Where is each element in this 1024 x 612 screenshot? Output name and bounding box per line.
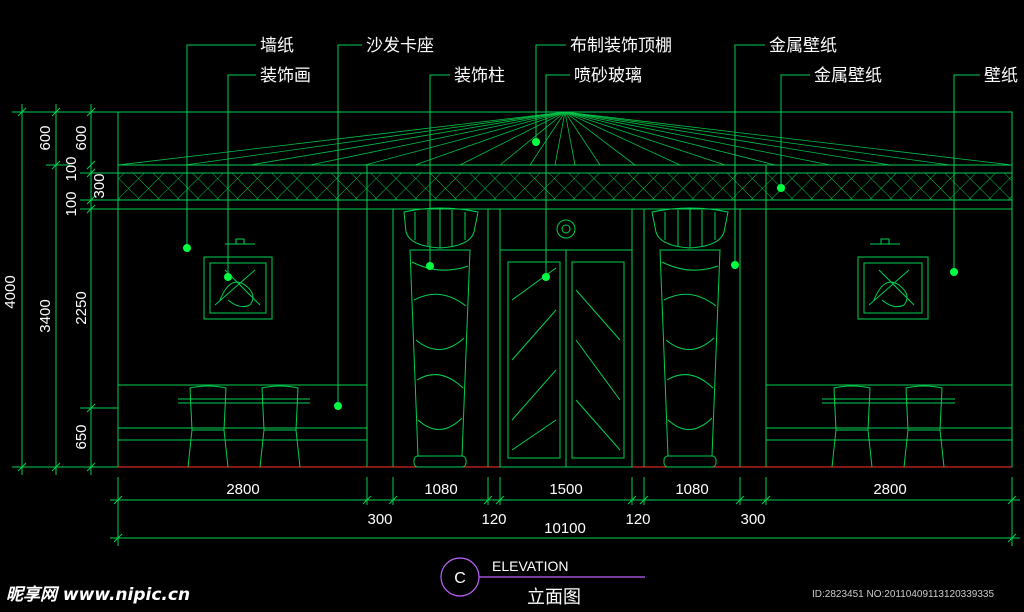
metal-wallpaper-band [118, 173, 1012, 200]
dim-left-column: 1080 [424, 481, 457, 498]
title-block: C ELEVATION 立面图 [440, 557, 645, 608]
callout-decorative-painting: 装饰画 [260, 66, 311, 86]
callout-wallpaper: 墙纸 [260, 36, 294, 56]
title-en: ELEVATION [492, 558, 569, 574]
dim-total-width: 10100 [544, 520, 586, 537]
dim-lower-3400: 3400 [37, 299, 54, 332]
dim-right-column: 1080 [675, 481, 708, 498]
title-cn: 立面图 [527, 587, 581, 608]
dim-right-wall: 2800 [873, 481, 906, 498]
frosted-glass-door [499, 219, 633, 468]
dim-band-100-b: 100 [63, 191, 80, 216]
callout-sofa-booth: 沙发卡座 [366, 36, 434, 56]
dim-upper-600-a: 600 [37, 125, 54, 150]
callout-dots [183, 138, 958, 410]
callout-wallpaper-right: 壁纸 [984, 66, 1018, 86]
fabric-ceiling-canopy [117, 111, 1013, 166]
dim-left-gap: 300 [367, 511, 392, 528]
sofa-booth-left [178, 385, 310, 468]
dim-door: 1500 [549, 481, 582, 498]
sofa-booth-right [822, 385, 955, 468]
dim-total-height: 4000 [2, 275, 19, 308]
watermark-site: 昵享网 www.nipic.cn [6, 585, 190, 605]
decorative-painting-left [203, 238, 273, 320]
callout-decorative-column: 装饰柱 [454, 66, 505, 86]
vertical-dimension-lines [12, 104, 118, 475]
dim-upper-600-b: 600 [73, 125, 90, 150]
horizontal-dimension-lines [110, 477, 1020, 546]
dim-left-wall: 2800 [226, 481, 259, 498]
watermark-id: ID:2823451 NO:20110409113120339335 [812, 589, 994, 600]
dim-left-jamb: 120 [481, 511, 506, 528]
dim-base-650: 650 [73, 424, 90, 449]
decorative-column-right [651, 207, 729, 468]
title-symbol: C [454, 570, 466, 587]
callout-metal-wallpaper-1: 金属壁纸 [769, 36, 837, 56]
elevation-outline [117, 111, 1013, 468]
callout-leaders [186, 44, 980, 406]
dim-right-gap: 300 [740, 511, 765, 528]
dim-band-300: 300 [91, 173, 108, 198]
dim-middle-2250: 2250 [73, 291, 90, 324]
decorative-painting-right [857, 238, 929, 320]
callout-metal-wallpaper-2: 金属壁纸 [814, 66, 882, 86]
decorative-column-left [403, 207, 479, 468]
dim-right-jamb: 120 [625, 511, 650, 528]
callout-frosted-glass: 喷砂玻璃 [574, 66, 642, 86]
callout-fabric-ceiling: 布制装饰顶棚 [570, 36, 672, 56]
dim-band-100-a: 100 [63, 156, 80, 181]
